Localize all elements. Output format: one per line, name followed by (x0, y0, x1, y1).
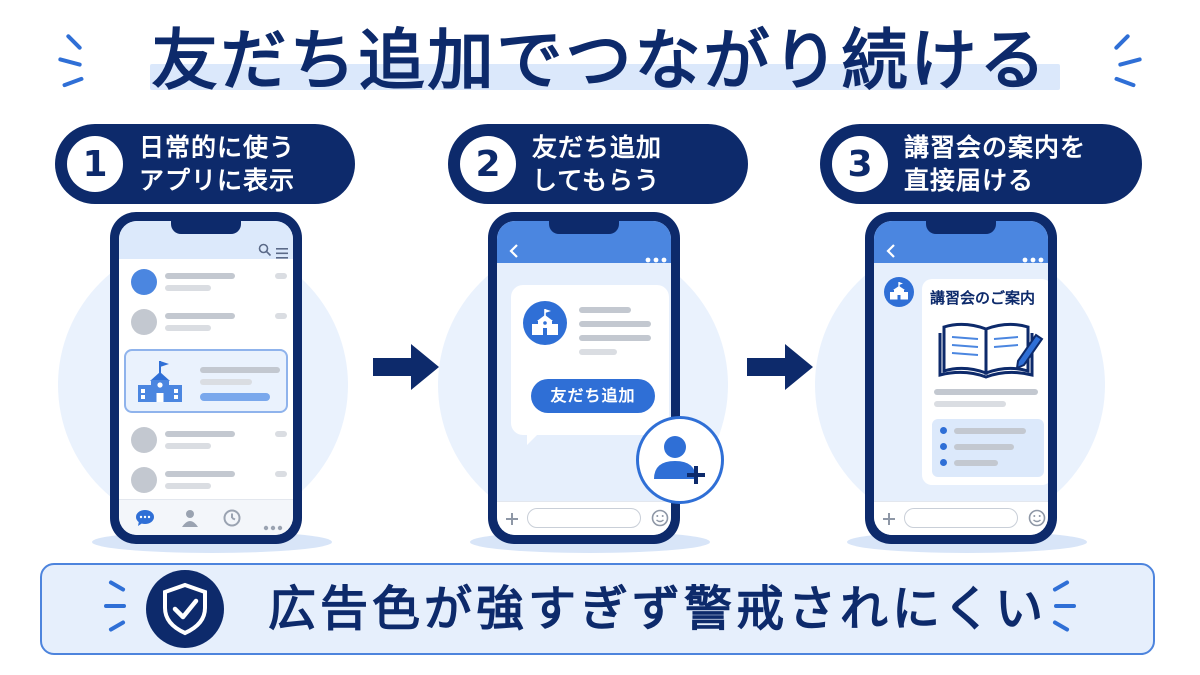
list-item-1-line (165, 273, 235, 279)
bottom-banner (40, 563, 1155, 655)
step-1-pill: 1 日常的に使う アプリに表示 (55, 124, 355, 204)
plus-icon[interactable] (505, 511, 519, 525)
bubble-line-1 (579, 307, 631, 313)
phone-3: 講習会のご案内 (865, 212, 1057, 544)
arrow-right-icon (373, 344, 439, 390)
step-1-number: 1 (67, 136, 123, 192)
list-item-4-subline (165, 483, 211, 489)
title-wrap: 友だち追加でつながり続ける (0, 18, 1200, 104)
chat-icon[interactable] (135, 509, 155, 527)
book-pencil-icon (934, 317, 1044, 381)
smile-icon[interactable] (651, 509, 669, 527)
list-item-4-avatar (131, 467, 157, 493)
phone-2: 友だち追加 (488, 212, 680, 544)
info-card-list-line-3 (954, 460, 998, 466)
phone-2-notch (549, 221, 619, 234)
info-card-list-line-2 (954, 444, 1014, 450)
bullet-dot (940, 427, 947, 434)
highlighted-list-card[interactable] (124, 349, 288, 413)
list-item-3-time (275, 431, 287, 437)
page-title: 友だち追加でつながり続ける (151, 22, 1049, 99)
message-input[interactable] (904, 508, 1018, 528)
step-3-text: 講習会の案内を 直接届ける (904, 133, 1087, 195)
list-item-3-subline (165, 443, 211, 449)
card-line-2 (200, 379, 252, 385)
list-item-1-subline (165, 285, 211, 291)
message-input[interactable] (527, 508, 641, 528)
step-2-text: 友だち追加 してもらう (532, 133, 663, 195)
more-icon[interactable] (645, 248, 667, 263)
phone-3-notch (926, 221, 996, 234)
bullet-dot (940, 459, 947, 466)
list-item-1-time (275, 273, 287, 279)
bullet-dot (940, 443, 947, 450)
phone-3-screen: 講習会のご案内 (874, 221, 1048, 535)
info-card-list-line-1 (954, 428, 1026, 434)
info-card-line-2 (934, 401, 1006, 407)
menu-icon[interactable] (276, 244, 288, 259)
add-friend-button[interactable]: 友だち追加 (531, 379, 655, 413)
list-item-2-line (165, 313, 235, 319)
list-item-3-avatar (131, 427, 157, 453)
list-item-2-subline (165, 325, 211, 331)
school-icon (136, 359, 184, 405)
message-bubble-tail (527, 431, 541, 445)
phone-1-screen (119, 221, 293, 535)
add-user-icon (636, 416, 724, 504)
phone-1-notch (171, 221, 241, 234)
arrow-right-icon (747, 344, 813, 390)
smile-icon[interactable] (1028, 509, 1046, 527)
search-icon[interactable] (258, 242, 272, 257)
clock-icon[interactable] (223, 509, 241, 527)
list-item-4-line (165, 471, 235, 477)
phone-2-input-bar (497, 501, 671, 535)
title-highlight (150, 64, 1060, 90)
info-card-title: 講習会のご案内 (930, 289, 1036, 307)
step-3-pill: 3 講習会の案内を 直接届ける (820, 124, 1142, 204)
step-2-pill: 2 友だち追加 してもらう (448, 124, 748, 204)
school-icon (523, 301, 567, 345)
list-item-2-avatar (131, 309, 157, 335)
plus-icon[interactable] (882, 511, 896, 525)
more-icon[interactable] (1022, 248, 1044, 263)
list-item-3-line (165, 431, 235, 437)
step-1-text: 日常的に使う アプリに表示 (139, 133, 296, 195)
shield-check-icon (146, 570, 224, 648)
bubble-line-3 (579, 335, 651, 341)
school-icon (884, 277, 914, 307)
list-item-4-time (275, 471, 287, 477)
back-icon[interactable] (886, 243, 896, 258)
step-2-number: 2 (460, 136, 516, 192)
card-cta-bar (200, 393, 270, 401)
step-3-number: 3 (832, 136, 888, 192)
info-card-line-1 (934, 389, 1038, 395)
back-icon[interactable] (509, 243, 519, 258)
list-item-1-avatar (131, 269, 157, 295)
card-line-1 (200, 367, 280, 373)
list-item-2-time (275, 313, 287, 319)
phone-1 (110, 212, 302, 544)
more-icon[interactable] (263, 516, 283, 531)
person-icon[interactable] (181, 509, 199, 527)
bubble-line-4 (579, 349, 617, 355)
bottom-message: 広告色が強すぎず警戒されにくい (268, 581, 1048, 637)
bubble-line-2 (579, 321, 651, 327)
